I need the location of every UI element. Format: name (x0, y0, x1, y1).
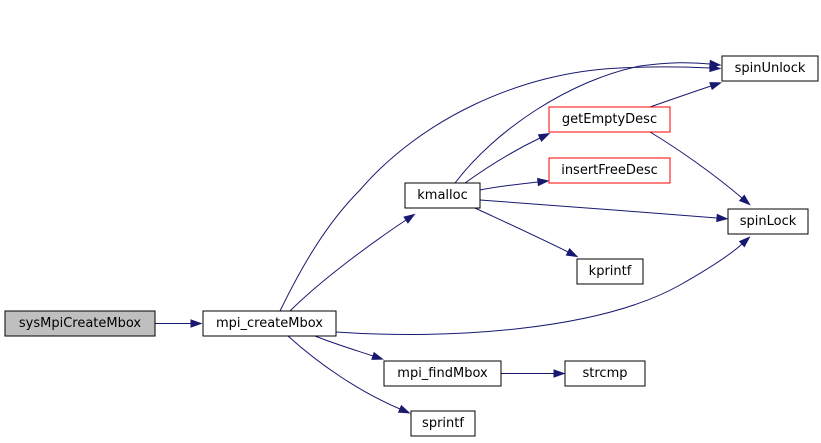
node-label: mpi_createMbox (216, 316, 323, 331)
node-box[interactable] (721, 55, 819, 82)
edge-line (287, 335, 401, 410)
edge-kmalloc-to-insertFreeDesc (479, 177, 550, 191)
edge-line (649, 85, 712, 108)
node-label: getEmptyDesc (562, 112, 657, 127)
node-box[interactable] (548, 106, 671, 133)
node-box[interactable] (564, 360, 646, 387)
node-strcmp[interactable]: strcmp (564, 360, 646, 387)
edge-kmalloc-to-spinLock (479, 199, 729, 223)
node-kmalloc[interactable]: kmalloc (404, 182, 481, 209)
edge-sysMpiCreateMbox-to-mpi_createMbox (155, 319, 203, 328)
edge-mpi_createMbox-to-kmalloc (289, 213, 416, 312)
node-label: strcmp (583, 366, 628, 381)
nodes-layer: sysMpiCreateMbox mpi_createMbox kmalloc get… (4, 55, 819, 437)
node-label: insertFreeDesc (561, 163, 658, 178)
edge-arrowhead (709, 59, 722, 69)
edge-line (279, 66, 711, 312)
edge-line (454, 62, 711, 184)
node-kprintf[interactable]: kprintf (576, 258, 644, 285)
node-mpi_findMbox[interactable]: mpi_findMbox (383, 360, 502, 387)
edge-kmalloc-to-spinUnlock (454, 59, 722, 184)
edge-arrowhead (716, 213, 729, 223)
edge-line (335, 243, 743, 336)
edge-arrowhead (553, 369, 566, 378)
node-getEmptyDesc[interactable]: getEmptyDesc (548, 106, 671, 133)
edge-arrowhead (403, 213, 416, 224)
edge-mpi_createMbox-to-spinLock (335, 236, 751, 336)
node-box[interactable] (383, 360, 502, 387)
node-label: mpi_findMbox (397, 366, 488, 381)
node-label: sprintf (422, 416, 464, 431)
edge-line (649, 131, 743, 199)
node-box[interactable] (4, 310, 156, 337)
node-box[interactable] (410, 410, 476, 437)
node-label: spinLock (740, 214, 797, 229)
edge-line (474, 207, 569, 253)
edge-arrowhead (190, 319, 203, 328)
edge-line (314, 335, 374, 357)
node-label: spinUnlock (735, 61, 806, 76)
edge-line (464, 137, 541, 184)
edge-arrowhead (565, 248, 579, 258)
node-mpi_createMbox[interactable]: mpi_createMbox (202, 310, 337, 337)
edge-getEmptyDesc-to-spinLock (649, 131, 751, 206)
node-insertFreeDesc[interactable]: insertFreeDesc (548, 157, 671, 184)
node-label: sysMpiCreateMbox (19, 316, 142, 331)
node-sprintf[interactable]: sprintf (410, 410, 476, 437)
edges-layer (155, 59, 751, 414)
edge-mpi_createMbox-to-mpi_findMbox (314, 335, 384, 360)
node-box[interactable] (727, 208, 809, 235)
node-spinUnlock[interactable]: spinUnlock (721, 55, 819, 82)
node-label: kmalloc (417, 188, 467, 203)
node-box[interactable] (404, 182, 481, 209)
edge-mpi_findMbox-to-strcmp (500, 369, 566, 378)
node-label: kprintf (589, 264, 632, 279)
edge-kmalloc-to-kprintf (474, 207, 579, 258)
edge-arrowhead (738, 194, 751, 206)
node-box[interactable] (548, 157, 671, 184)
node-spinLock[interactable]: spinLock (727, 208, 809, 235)
edge-getEmptyDesc-to-spinUnlock (649, 82, 722, 108)
edge-arrowhead (738, 236, 751, 248)
edge-line (479, 199, 718, 219)
node-sysMpiCreateMbox[interactable]: sysMpiCreateMbox (4, 310, 156, 337)
edge-line (289, 219, 407, 312)
edge-mpi_createMbox-to-spinUnlock (279, 63, 722, 312)
node-box[interactable] (576, 258, 644, 285)
edge-arrowhead (709, 82, 722, 91)
edge-arrowhead (537, 133, 551, 143)
edge-arrowhead (537, 177, 550, 187)
node-box[interactable] (202, 310, 337, 337)
edge-arrowhead (371, 351, 384, 360)
edge-kmalloc-to-getEmptyDesc (464, 133, 551, 184)
edge-mpi_createMbox-to-sprintf (287, 335, 411, 414)
edge-arrowhead (397, 404, 411, 414)
edge-line (479, 181, 539, 191)
